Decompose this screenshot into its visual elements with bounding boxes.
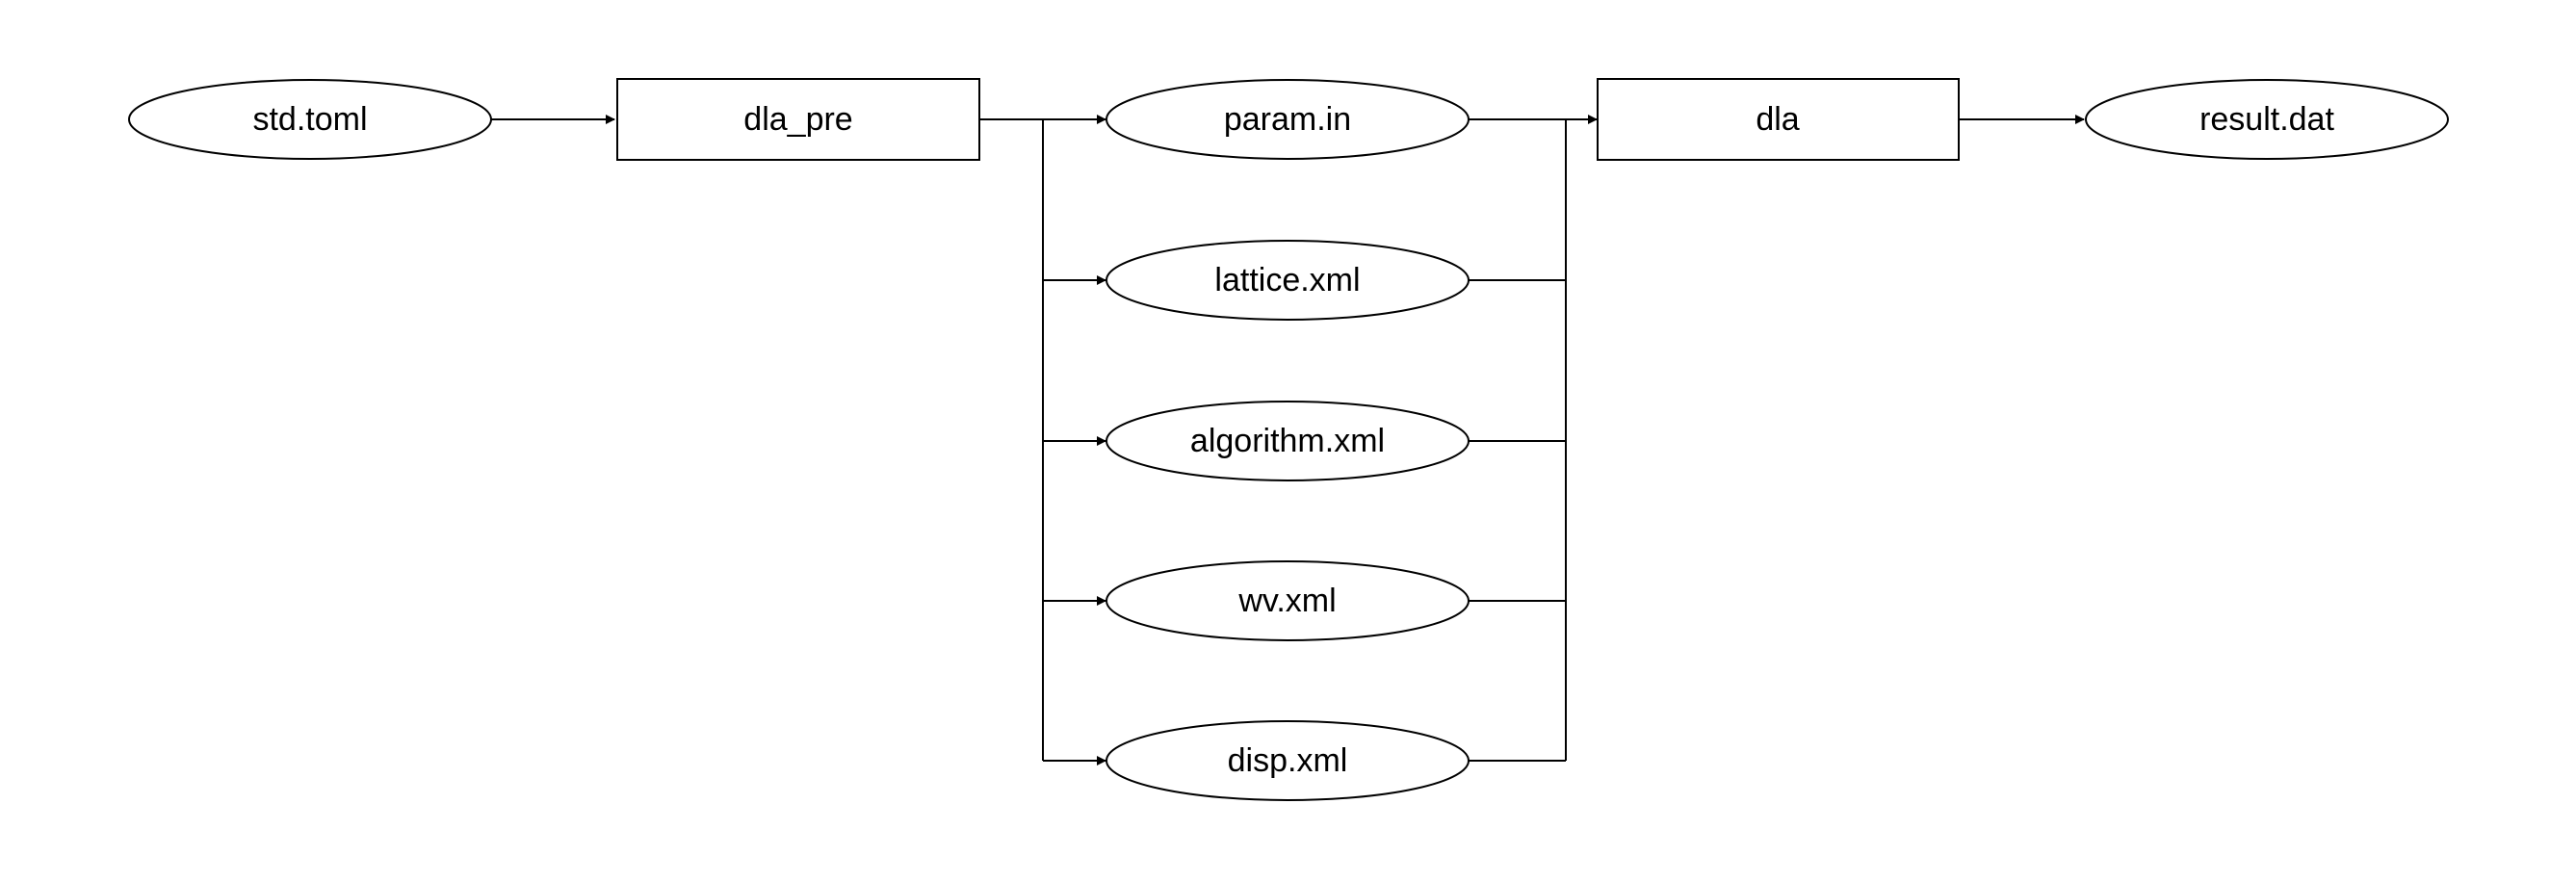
lattice-xml-label: lattice.xml <box>1214 262 1360 298</box>
result-dat-label: result.dat <box>2199 101 2334 138</box>
dla-label: dla <box>1756 101 1799 138</box>
lattice-xml-ellipse <box>1106 240 1470 321</box>
node-dla-pre: dla_pre <box>616 78 980 161</box>
node-disp-xml: disp.xml <box>1106 720 1470 801</box>
node-lattice-xml: lattice.xml <box>1106 240 1470 321</box>
algorithm-xml-label: algorithm.xml <box>1190 423 1385 459</box>
param-in-ellipse <box>1106 79 1470 160</box>
node-algorithm-xml: algorithm.xml <box>1106 401 1470 481</box>
dla-pre-label: dla_pre <box>743 101 852 138</box>
node-wv-xml: wv.xml <box>1106 560 1470 641</box>
result-dat-ellipse <box>2085 79 2449 160</box>
std-toml-label: std.toml <box>252 101 367 138</box>
disp-xml-ellipse <box>1106 720 1470 801</box>
edges <box>491 115 2085 765</box>
wv-xml-label: wv.xml <box>1237 583 1336 619</box>
node-param-in: param.in <box>1106 79 1470 160</box>
node-dla: dla <box>1597 78 1960 161</box>
node-result-dat: result.dat <box>2085 79 2449 160</box>
disp-xml-label: disp.xml <box>1228 742 1348 779</box>
node-std-toml: std.toml <box>128 79 492 160</box>
param-in-label: param.in <box>1224 101 1351 138</box>
dla-pre-box <box>616 78 980 161</box>
algorithm-xml-ellipse <box>1106 401 1470 481</box>
std-toml-ellipse <box>128 79 492 160</box>
wv-xml-ellipse <box>1106 560 1470 641</box>
dla-box <box>1597 78 1960 161</box>
